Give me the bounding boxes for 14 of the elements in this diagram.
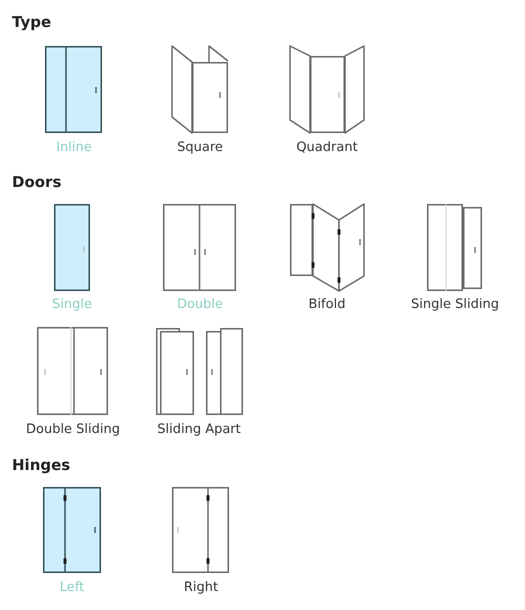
option-label: Double (176, 297, 224, 313)
option-label: Sliding Apart (156, 422, 242, 438)
option-label: Double Sliding (24, 422, 122, 438)
option-label: Bifold (308, 297, 346, 313)
option-label: Left (58, 580, 86, 596)
option-label: Quadrant (295, 140, 359, 156)
option-label: Single Sliding (410, 297, 500, 313)
section-heading: Type (12, 13, 52, 31)
option-label: Single (51, 297, 93, 313)
section-heading: Hinges (12, 456, 70, 474)
option-label: Inline (55, 140, 93, 156)
section-heading: Doors (12, 173, 62, 191)
option-label: Right (182, 580, 220, 596)
option-label: Square (176, 140, 224, 156)
